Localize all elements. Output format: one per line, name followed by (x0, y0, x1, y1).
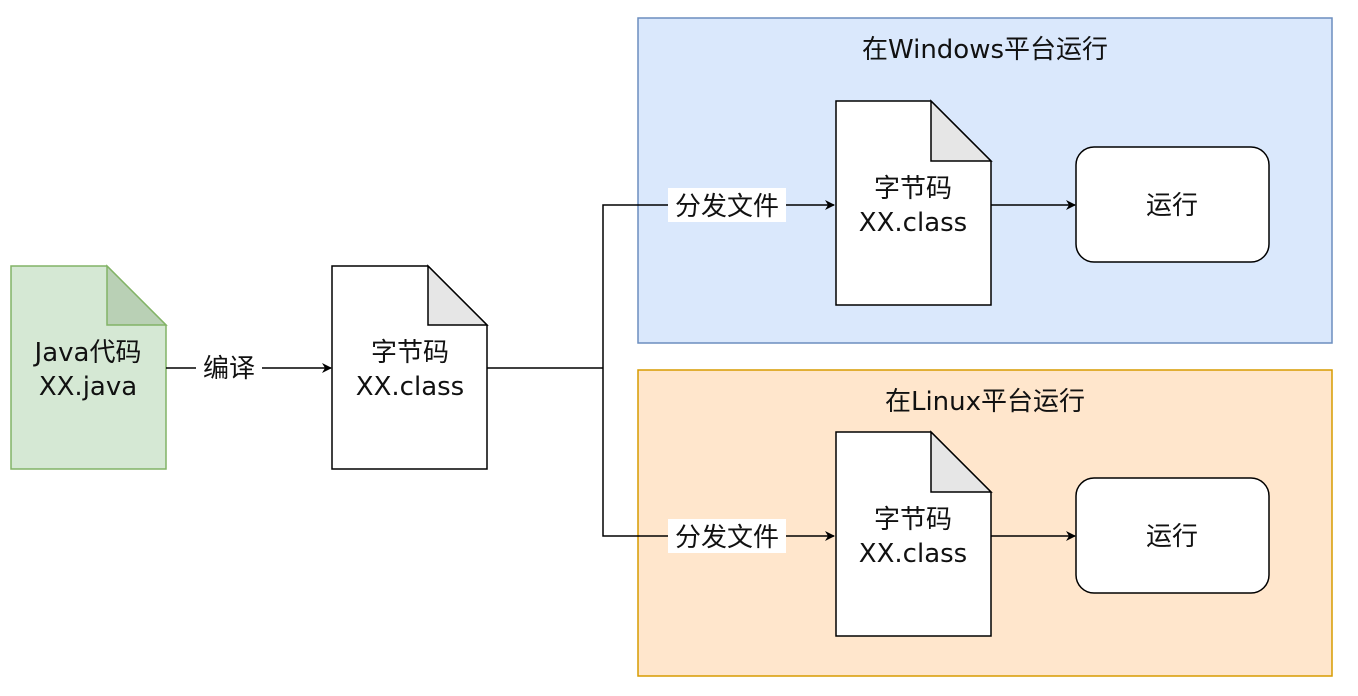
compile-label-bg (196, 350, 262, 384)
compile-label: 编译 (203, 354, 255, 384)
linux-run-box (1075, 477, 1270, 594)
windows-bytecode-line1: 字节码 (874, 174, 952, 204)
linux-bytecode-file: 字节码 XX.class (835, 430, 993, 637)
windows-bytecode-line2: XX.class (859, 208, 967, 238)
java-source-line1: Java代码 (33, 338, 142, 368)
linux-bytecode-line2: XX.class (859, 539, 967, 569)
bytecode-line1: 字节码 (371, 338, 449, 368)
bytecode-line2: XX.class (356, 372, 464, 402)
linux-platform-title: 在Linux平台运行 (885, 387, 1085, 417)
windows-platform-title: 在Windows平台运行 (862, 35, 1108, 65)
windows-run-label: 运行 (1146, 191, 1198, 221)
linux-bytecode-line1: 字节码 (874, 505, 952, 535)
windows-distribute-label: 分发文件 (675, 192, 779, 222)
bytecode-file: 字节码 XX.class (331, 264, 489, 470)
linux-run-label: 运行 (1146, 522, 1198, 552)
windows-bytecode-file: 字节码 XX.class (835, 99, 993, 306)
java-source-file: Java代码 XX.java (10, 264, 168, 470)
linux-distribute-label: 分发文件 (675, 523, 779, 553)
java-source-line2: XX.java (39, 372, 137, 402)
windows-distribute-label-bg (668, 188, 786, 222)
linux-distribute-label-bg (668, 519, 786, 553)
windows-run-box (1075, 146, 1270, 263)
